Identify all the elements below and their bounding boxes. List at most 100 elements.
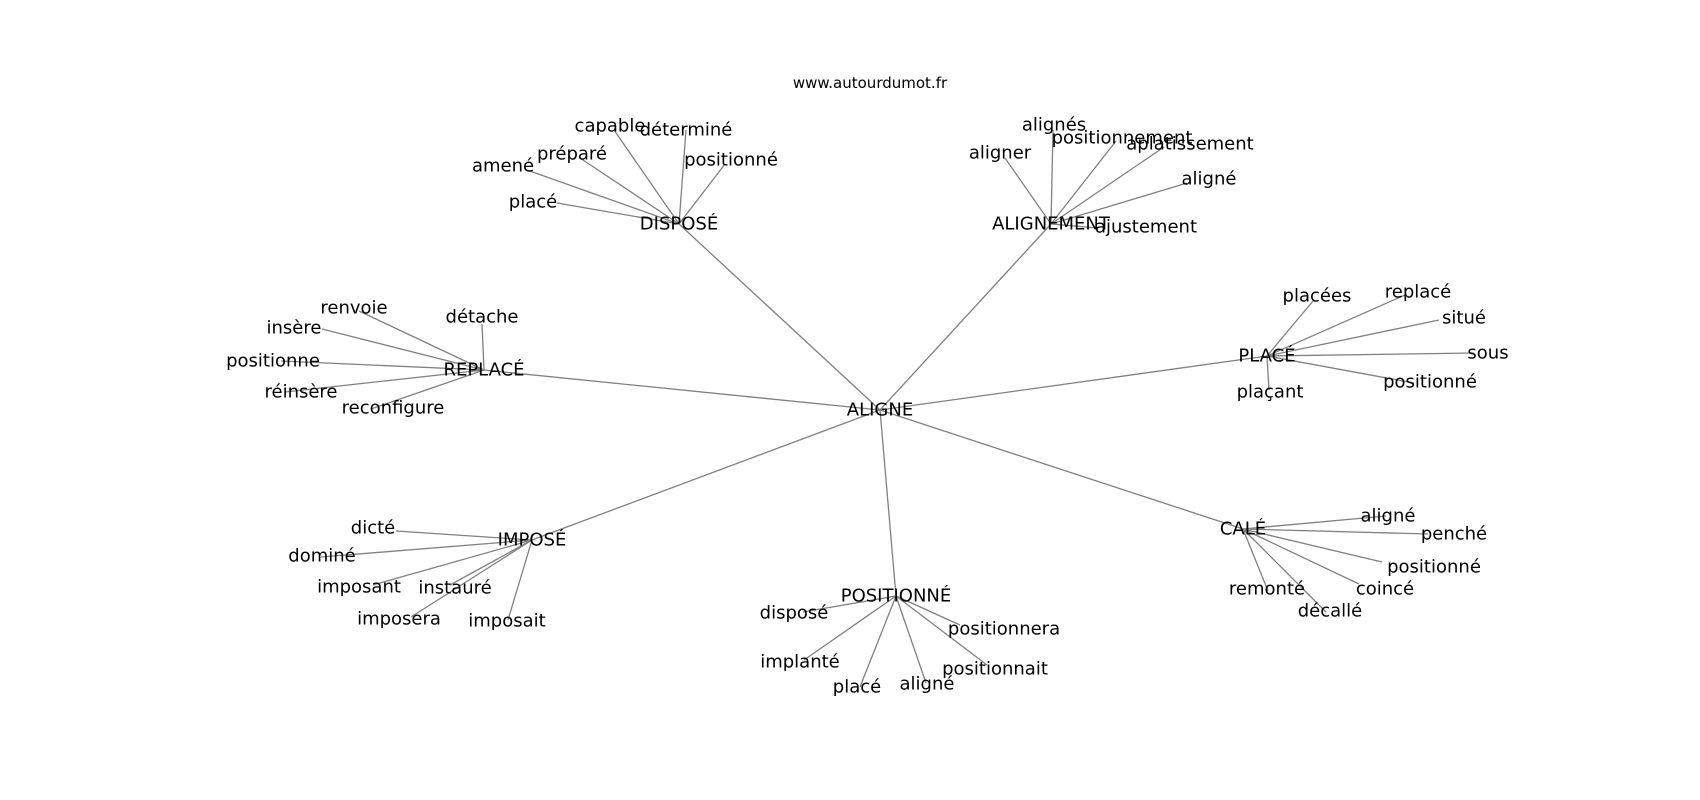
leaf-node: déterminé bbox=[640, 120, 733, 141]
edge-hub-6-leaf-3 bbox=[1242, 528, 1269, 592]
edge-hub-0-leaf-3 bbox=[526, 169, 680, 225]
leaf-node: penché bbox=[1421, 524, 1487, 545]
edge-hub-4-leaf-0 bbox=[395, 530, 533, 541]
leaf-node: imposera bbox=[357, 609, 441, 630]
edge-hub-2-leaf-2 bbox=[481, 323, 485, 371]
edge-hub-3-leaf-2 bbox=[1266, 319, 1440, 357]
edge-hub-3-leaf-0 bbox=[1266, 300, 1314, 357]
leaf-node: positionné bbox=[1383, 372, 1477, 393]
leaf-node: capable bbox=[575, 116, 646, 137]
edge-hub-5-leaf-3 bbox=[895, 595, 988, 666]
leaf-node: aplatissement bbox=[1126, 134, 1253, 155]
leaf-node: disposé bbox=[760, 603, 829, 624]
leaf-node: placées bbox=[1283, 286, 1352, 307]
edge-center-hub-1 bbox=[879, 223, 1052, 411]
edge-hub-3-leaf-5 bbox=[1266, 355, 1270, 391]
edge-hub-6-leaf-2 bbox=[1242, 528, 1383, 563]
edge-hub-5-leaf-5 bbox=[895, 595, 927, 684]
edge-hub-5-leaf-0 bbox=[802, 595, 897, 613]
leaf-node: décallé bbox=[1298, 601, 1363, 622]
leaf-node: préparé bbox=[537, 144, 607, 165]
edge-hub-3-leaf-4 bbox=[1266, 355, 1415, 384]
edge-hub-1-leaf-4 bbox=[1050, 182, 1188, 225]
edge-hub-4-leaf-1 bbox=[320, 539, 533, 558]
edge-hub-6-leaf-5 bbox=[1242, 528, 1327, 613]
hub-node: PLACÉ bbox=[1238, 345, 1295, 367]
hub-node: REPLACÉ bbox=[443, 359, 524, 381]
leaf-node: instauré bbox=[418, 578, 491, 599]
edge-hub-6-leaf-1 bbox=[1242, 528, 1429, 535]
edge-hub-2-leaf-0 bbox=[358, 310, 485, 371]
hub-node: ALIGNEMENT bbox=[992, 214, 1111, 235]
leaf-node: situé bbox=[1442, 308, 1486, 329]
leaf-node: plaçant bbox=[1237, 382, 1304, 403]
edge-center-hub-4 bbox=[531, 409, 881, 541]
leaf-node: ajustement bbox=[1095, 217, 1197, 238]
edge-hub-2-leaf-5 bbox=[370, 369, 485, 410]
graph-edges bbox=[280, 129, 1475, 688]
edge-hub-0-leaf-1 bbox=[678, 129, 687, 225]
edge-hub-4-leaf-5 bbox=[507, 539, 533, 621]
edge-hub-4-leaf-2 bbox=[372, 539, 533, 586]
edge-center-hub-0 bbox=[678, 223, 881, 411]
hub-node: IMPOSÉ bbox=[498, 529, 567, 551]
leaf-node: imposait bbox=[468, 611, 545, 632]
leaf-node: aligné bbox=[1361, 506, 1416, 527]
leaf-node: positionnera bbox=[948, 619, 1060, 640]
edge-hub-1-leaf-1 bbox=[1050, 140, 1117, 225]
leaf-node: remonté bbox=[1229, 579, 1305, 600]
leaf-node: renvoie bbox=[320, 298, 387, 319]
leaf-node: imposant bbox=[317, 577, 401, 598]
source-url: www.autourdumot.fr bbox=[793, 74, 948, 92]
edge-hub-0-leaf-2 bbox=[579, 157, 680, 225]
leaf-node: reconfigure bbox=[342, 398, 445, 419]
leaf-node: replacé bbox=[1385, 282, 1452, 303]
leaf-node: dicté bbox=[351, 518, 395, 539]
edge-hub-4-leaf-4 bbox=[410, 539, 533, 618]
leaf-node: sous bbox=[1467, 343, 1508, 364]
leaf-node: insère bbox=[267, 318, 322, 339]
leaf-node: aligné bbox=[1182, 169, 1237, 190]
leaf-node: réinsère bbox=[264, 382, 337, 403]
edge-hub-2-leaf-4 bbox=[284, 369, 485, 393]
edge-center-hub-6 bbox=[879, 409, 1244, 530]
edge-hub-5-leaf-2 bbox=[803, 595, 897, 661]
leaf-node: positionné bbox=[684, 150, 778, 171]
edge-hub-2-leaf-1 bbox=[321, 328, 485, 371]
leaf-node: positionnait bbox=[942, 659, 1048, 680]
hub-node: CALÉ bbox=[1220, 518, 1266, 540]
edge-center-hub-2 bbox=[483, 369, 881, 411]
edge-hub-0-leaf-0 bbox=[613, 129, 680, 225]
edge-hub-1-leaf-2 bbox=[1050, 146, 1165, 225]
edge-hub-1-leaf-0 bbox=[1050, 129, 1054, 225]
leaf-node: placé bbox=[833, 677, 881, 698]
leaf-node: aligner bbox=[969, 143, 1032, 164]
edge-hub-1-leaf-3 bbox=[1004, 157, 1052, 225]
leaf-node: amené bbox=[472, 156, 534, 177]
edge-hub-2-leaf-3 bbox=[280, 360, 485, 371]
leaf-node: implanté bbox=[760, 652, 840, 673]
center-node: ALIGNE bbox=[847, 400, 913, 421]
leaf-node: positionne bbox=[226, 351, 320, 372]
edge-hub-3-leaf-3 bbox=[1266, 352, 1475, 357]
edge-hub-6-leaf-0 bbox=[1242, 515, 1387, 530]
edge-hub-4-leaf-3 bbox=[449, 539, 533, 586]
leaf-node: détache bbox=[446, 307, 519, 328]
leaf-node: coincé bbox=[1356, 579, 1414, 600]
edge-hub-3-leaf-1 bbox=[1266, 294, 1406, 357]
hub-node: DISPOSÉ bbox=[640, 213, 718, 235]
leaf-node: positionné bbox=[1387, 557, 1481, 578]
leaf-node: aligné bbox=[900, 674, 955, 695]
leaf-node: positionnement bbox=[1052, 128, 1193, 149]
leaf-node: placé bbox=[509, 192, 557, 213]
edge-center-hub-3 bbox=[879, 355, 1268, 411]
edge-hub-5-leaf-1 bbox=[895, 595, 961, 626]
edge-hub-5-leaf-4 bbox=[859, 595, 897, 688]
edge-hub-0-leaf-5 bbox=[556, 202, 680, 225]
leaf-node: alignés bbox=[1022, 115, 1086, 136]
edge-hub-1-leaf-5 bbox=[1050, 223, 1099, 229]
hub-node: POSITIONNÉ bbox=[841, 585, 952, 607]
leaf-node: dominé bbox=[288, 546, 355, 567]
